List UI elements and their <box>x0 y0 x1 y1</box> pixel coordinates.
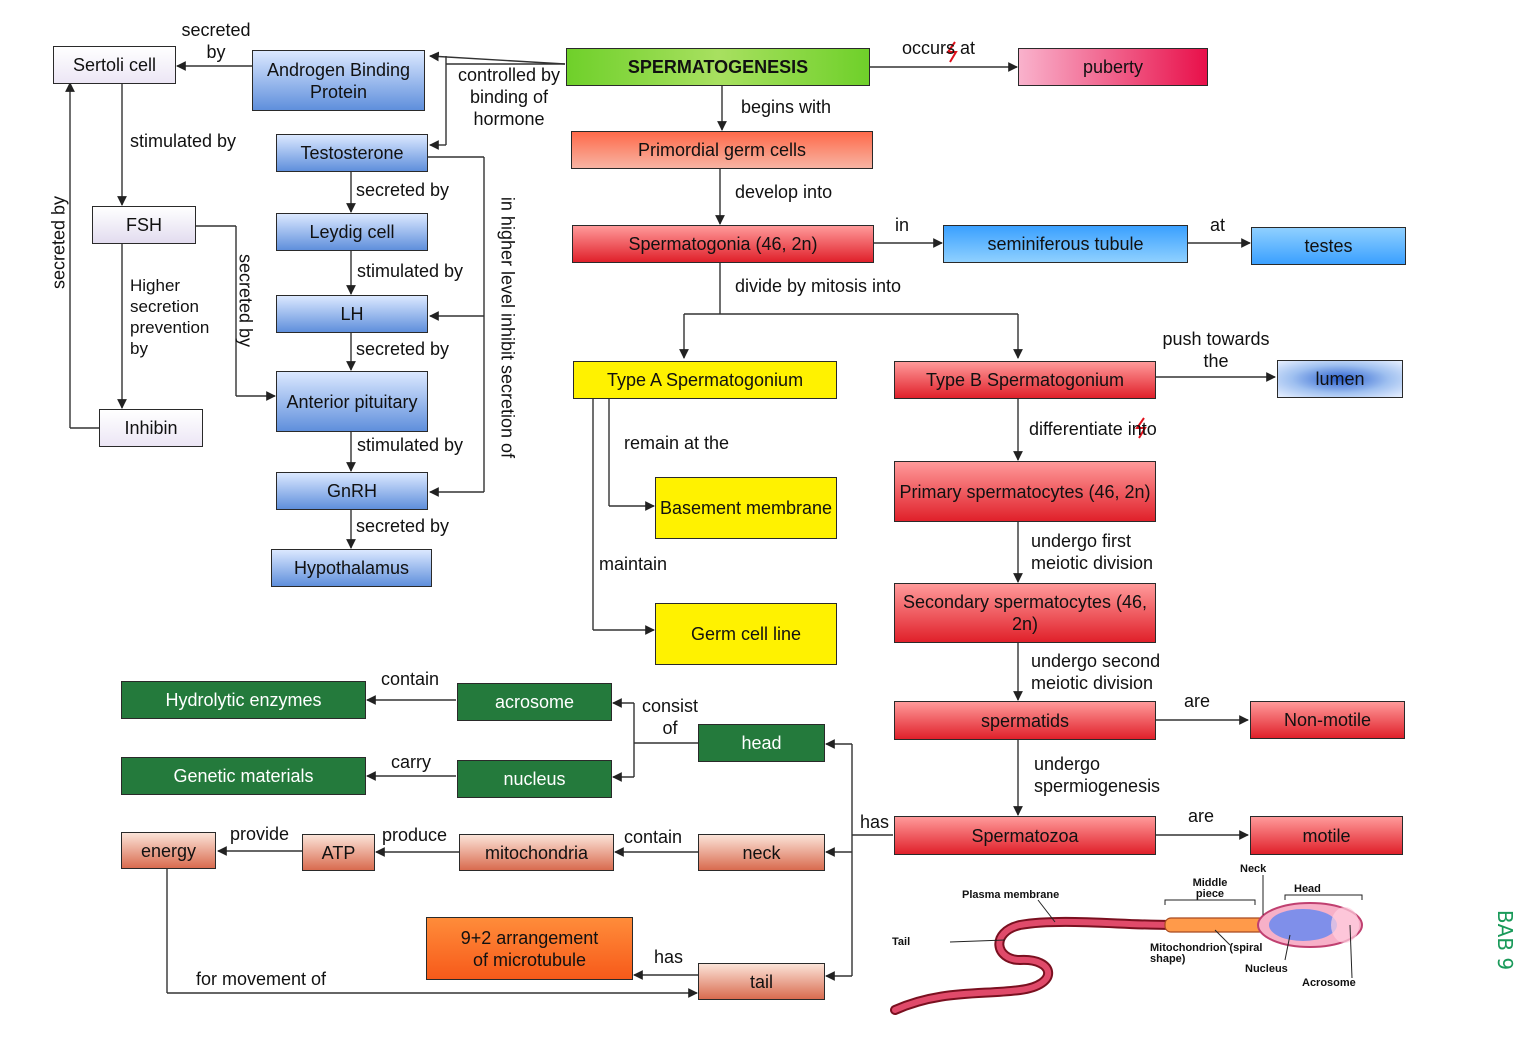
illus-acrosome-label: Acrosome <box>1302 977 1356 989</box>
label-secreted-by-hypothalamus: secreted by <box>356 516 450 536</box>
label-carry: carry <box>391 752 431 772</box>
label-are-nonmotile: are <box>1184 691 1211 711</box>
primordial-germ-cells-box: Primordial germ cells <box>571 131 873 169</box>
androgen-binding-protein-box: Androgen Binding Protein <box>252 50 425 111</box>
label-push-towards: push towards the <box>1162 329 1270 371</box>
seminiferous-tubule-box: seminiferous tubule <box>943 225 1188 263</box>
label-stimulated-by-fsh: stimulated by <box>130 131 237 151</box>
label-contain-mitochondria: contain <box>624 827 683 847</box>
leydig-cell-box: Leydig cell <box>276 213 428 251</box>
fsh-box: FSH <box>92 206 196 244</box>
lh-box: LH <box>276 295 428 333</box>
label-stimulated-by-lh: stimulated by <box>357 261 464 281</box>
atp-box: ATP <box>302 834 375 871</box>
label-occurs-at: occurs at <box>902 38 976 58</box>
germ-cell-line-box: Germ cell line <box>655 603 837 665</box>
label-spermiogenesis: undergo spermiogenesis <box>1034 754 1161 796</box>
label-second-meiotic: undergo second meiotic division <box>1031 651 1161 693</box>
hypothalamus-box: Hypothalamus <box>271 549 432 587</box>
head-box: head <box>698 724 825 762</box>
gnrh-box: GnRH <box>276 472 428 510</box>
inhibin-box: Inhibin <box>99 409 203 447</box>
motile-box: motile <box>1250 816 1403 855</box>
label-inhibit-secretion: in higher level inhibit secretion of <box>497 196 518 459</box>
label-has-parts: has <box>860 812 890 832</box>
label-secreted-by-abp: secreted by <box>181 20 251 62</box>
neck-box: neck <box>698 834 825 871</box>
illus-mitochondrion-label: Mitochondrion (spiral shape) <box>1150 942 1263 965</box>
label-maintain: maintain <box>599 554 668 574</box>
energy-box: energy <box>121 832 216 869</box>
testes-box: testes <box>1251 227 1406 265</box>
secondary-spermatocytes-box: Secondary spermatocytes (46, 2n) <box>894 583 1156 643</box>
puberty-box: puberty <box>1018 48 1208 86</box>
genetic-materials-box: Genetic materials <box>121 757 366 795</box>
microtubule-arrangement-box: 9+2 arrangement of microtubule <box>426 917 633 980</box>
lumen-box: lumen <box>1277 360 1403 398</box>
non-motile-box: Non-motile <box>1250 701 1405 739</box>
label-for-movement: for movement of <box>196 969 327 989</box>
label-secreted-by-anterior: secreted by <box>356 339 450 359</box>
nucleus-box: nucleus <box>457 760 612 798</box>
testosterone-box: Testosterone <box>276 134 428 172</box>
label-in: in <box>895 215 910 235</box>
margin-note: BAB 9 <box>1493 909 1517 971</box>
illus-nucleus-label: Nucleus <box>1245 963 1288 975</box>
spermatozoa-box: Spermatozoa <box>894 816 1156 855</box>
label-divide-mitosis: divide by mitosis into <box>735 276 902 296</box>
label-are-motile: are <box>1188 806 1215 826</box>
label-has-arrangement: has <box>654 947 684 967</box>
label-produce: produce <box>382 825 448 845</box>
acrosome-box: acrosome <box>457 683 612 721</box>
illus-middle-piece-label: Middle piece <box>1192 877 1228 900</box>
label-differentiate-into: differentiate into <box>1029 419 1157 439</box>
label-begins-with: begins with <box>741 97 832 117</box>
illus-plasma-membrane-label: Plasma membrane <box>962 889 1060 901</box>
illus-neck-label: Neck <box>1240 863 1267 875</box>
primary-spermatocytes-box: Primary spermatocytes (46, 2n) <box>894 461 1156 522</box>
label-secreted-by-fsh: secreted by <box>235 253 256 348</box>
spermatids-box: spermatids <box>894 701 1156 740</box>
hydrolytic-enzymes-box: Hydrolytic enzymes <box>121 681 366 719</box>
mitochondria-box: mitochondria <box>459 834 614 871</box>
spermatogonia-box: Spermatogonia (46, 2n) <box>572 225 874 263</box>
label-secreted-by-inhibin: secreted by <box>48 195 69 290</box>
anterior-pituitary-box: Anterior pituitary <box>276 371 428 432</box>
sertoli-cell-box: Sertoli cell <box>53 46 176 84</box>
tail-box: tail <box>698 963 825 1000</box>
spermatogenesis-box: SPERMATOGENESIS <box>566 48 870 86</box>
type-a-spermatogonium-box: Type A Spermatogonium <box>573 361 837 399</box>
label-consist-of: consist of <box>641 696 699 738</box>
label-at: at <box>1210 215 1226 235</box>
label-secreted-by-leydig: secreted by <box>356 180 450 200</box>
label-provide: provide <box>230 824 290 844</box>
label-first-meiotic: undergo first meiotic division <box>1031 531 1154 573</box>
label-stimulated-by-gnrh: stimulated by <box>357 435 464 455</box>
sperm-illustration <box>890 875 1363 1015</box>
label-higher-secretion: Higher secretion prevention by <box>130 276 210 358</box>
label-contain-enzymes: contain <box>381 669 440 689</box>
label-remain-at: remain at the <box>624 433 730 453</box>
label-controlled-by: controlled by binding of hormone <box>457 65 561 129</box>
basement-membrane-box: Basement membrane <box>655 477 837 539</box>
illus-tail-label: Tail <box>892 936 911 948</box>
illus-head-label: Head <box>1294 883 1321 895</box>
label-develop-into: develop into <box>735 182 833 202</box>
type-b-spermatogonium-box: Type B Spermatogonium <box>894 361 1156 399</box>
